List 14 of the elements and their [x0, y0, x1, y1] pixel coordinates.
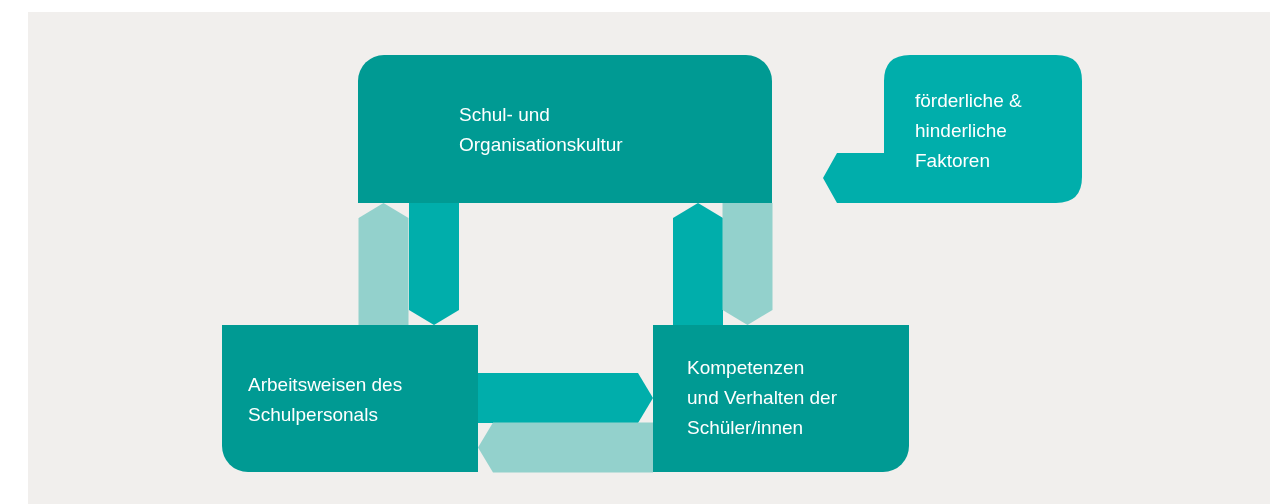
node-text: förderliche & hinderliche Faktoren — [915, 89, 1023, 173]
block-arrow — [358, 203, 409, 325]
process-box — [222, 325, 478, 472]
block-arrow — [409, 203, 459, 325]
process-box — [358, 55, 772, 203]
block-arrow — [478, 373, 653, 423]
node-text: Arbeitsweisen des Schulpersonals — [248, 373, 404, 427]
block-arrow — [722, 203, 773, 325]
node-text: Schul- und Organisationskultur — [459, 103, 624, 157]
block-arrow — [478, 422, 653, 473]
process-box — [653, 325, 909, 472]
speech-bubble — [823, 55, 1082, 203]
block-arrow — [673, 203, 723, 325]
node-text: Kompetenzen und Verhalten der Schüler/innen — [687, 356, 837, 440]
